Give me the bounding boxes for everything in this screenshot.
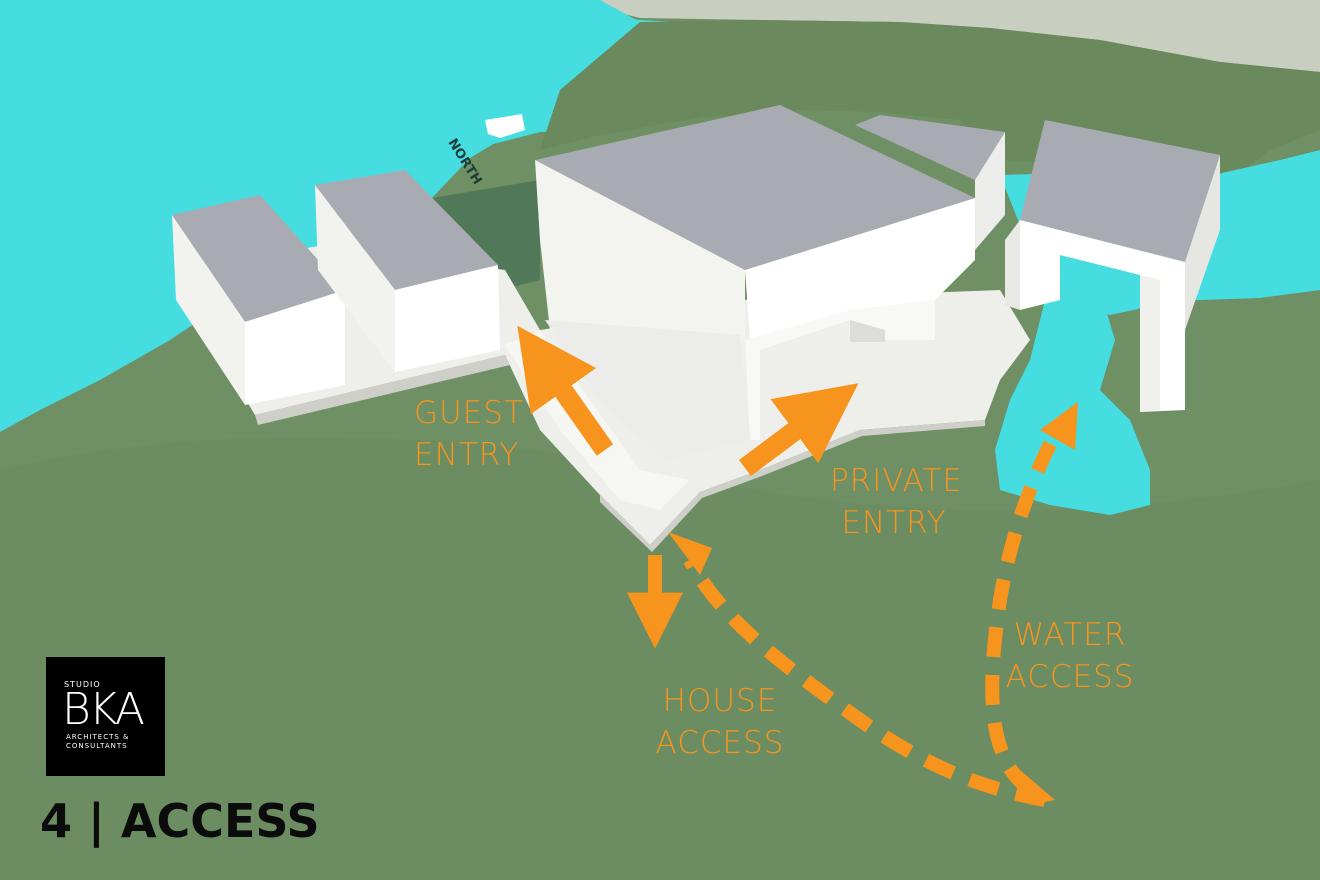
logo-studio-text: STUDIO bbox=[64, 680, 101, 689]
north-marker bbox=[485, 114, 525, 138]
rear-block-roof bbox=[855, 115, 1005, 180]
deck-edge bbox=[255, 355, 510, 425]
ground-shade bbox=[0, 437, 1320, 880]
logo-subtitle-1: ARCHITECTS & bbox=[66, 733, 130, 741]
private-entry-arrow bbox=[739, 383, 859, 477]
block-2-west bbox=[315, 185, 395, 372]
guest-entry-label: GUEST ENTRY bbox=[414, 392, 524, 476]
guest-entry-line2: ENTRY bbox=[414, 437, 520, 473]
house-access-line1: HOUSE bbox=[662, 683, 778, 719]
house-access-label: HOUSE ACCESS bbox=[650, 680, 790, 764]
distant-land bbox=[490, 0, 1320, 72]
house-access-line2: ACCESS bbox=[655, 725, 785, 761]
guest-entry-arrow bbox=[517, 325, 614, 456]
guest-entry-line1: GUEST bbox=[414, 395, 524, 431]
logo-mark: BKA bbox=[62, 684, 145, 735]
house-access-path bbox=[683, 556, 1047, 807]
water-access-label: WATER ACCESS bbox=[1000, 614, 1140, 698]
rear-block-east bbox=[975, 132, 1005, 250]
private-entry-line2: ENTRY bbox=[841, 505, 947, 541]
water-access-line1: WATER bbox=[1013, 617, 1127, 653]
recess bbox=[850, 320, 885, 342]
private-entry-line1: PRIVATE bbox=[830, 463, 963, 499]
private-entry-label: PRIVATE ENTRY bbox=[830, 460, 963, 544]
boathouse-roof bbox=[1020, 120, 1220, 262]
main-house-south bbox=[745, 198, 975, 340]
main-house-lower-south bbox=[745, 300, 935, 440]
main-house-roof bbox=[535, 105, 975, 270]
boathouse-side bbox=[1185, 155, 1220, 330]
house-access-arrowhead bbox=[668, 532, 712, 575]
boathouse-post bbox=[1005, 220, 1020, 310]
deck-edge-south bbox=[600, 420, 985, 552]
boat-channel bbox=[995, 280, 1150, 515]
logo-subtitle-2: CONSULTANTS bbox=[66, 742, 128, 750]
main-house-lower-west bbox=[545, 320, 750, 460]
path-end-cap bbox=[1020, 770, 1055, 805]
studio-bka-logo: STUDIO BKA ARCHITECTS & CONSULTANTS bbox=[46, 657, 165, 776]
page-title: 4 | ACCESS bbox=[40, 794, 320, 848]
water-access-line2: ACCESS bbox=[1005, 659, 1135, 695]
shadow-north bbox=[420, 180, 540, 290]
block-1-west bbox=[172, 215, 245, 405]
block-1-roof bbox=[172, 195, 345, 322]
main-house-west bbox=[535, 160, 745, 340]
block-2-roof bbox=[315, 170, 498, 290]
block-2-south bbox=[395, 265, 500, 372]
block-1-south bbox=[245, 290, 345, 405]
boathouse-leg bbox=[1140, 275, 1160, 412]
water-access-path bbox=[985, 421, 1067, 796]
water-access-arrowhead bbox=[1040, 402, 1078, 450]
